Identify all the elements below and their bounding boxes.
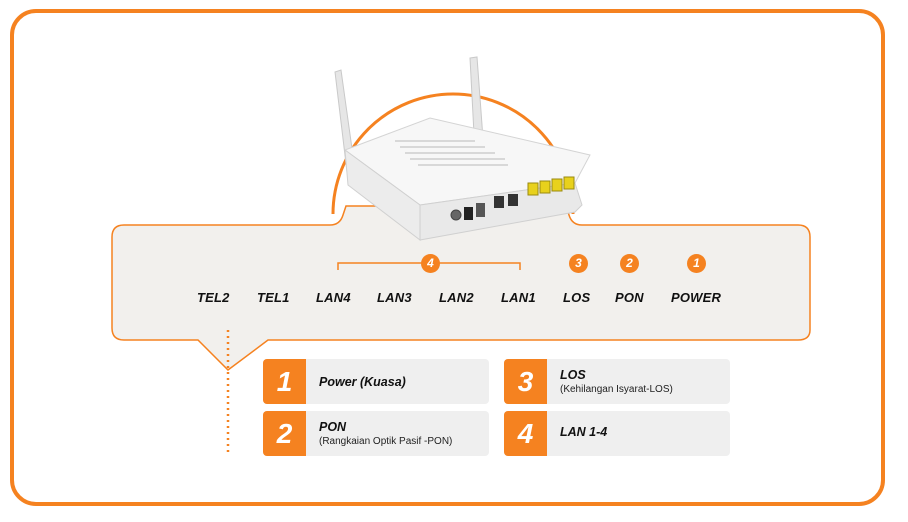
legend-card-pon: 2 PON (Rangkaian Optik Pasif -PON) — [263, 411, 489, 456]
legend-title: LAN 1-4 — [560, 425, 608, 439]
port-label-lan4: LAN4 — [316, 290, 351, 305]
port-label-los: LOS — [563, 290, 591, 305]
port-label-lan2: LAN2 — [439, 290, 474, 305]
port-label-tel1: TEL1 — [257, 290, 290, 305]
power-button — [450, 209, 462, 221]
port-label-lan1: LAN1 — [501, 290, 536, 305]
callout-panel — [111, 205, 811, 371]
legend-number: 1 — [263, 359, 306, 404]
legend-subtitle: (Kehilangan Isyarat-LOS) — [560, 384, 673, 395]
badge-los: 3 — [569, 254, 588, 273]
port-label-lan3: LAN3 — [377, 290, 412, 305]
legend-title: PON — [319, 420, 347, 434]
badge-power: 1 — [687, 254, 706, 273]
badge-lan-group: 4 — [421, 254, 440, 273]
router-vents — [395, 140, 508, 166]
badge-pon: 2 — [620, 254, 639, 273]
legend-card-los: 3 LOS (Kehilangan Isyarat-LOS) — [504, 359, 730, 404]
tel-port-2 — [508, 194, 518, 206]
port-label-tel2: TEL2 — [197, 290, 230, 305]
legend-title: LOS — [560, 368, 586, 382]
legend-number: 3 — [504, 359, 547, 404]
legend-subtitle: (Rangkaian Optik Pasif -PON) — [319, 436, 453, 447]
port-label-pon: PON — [615, 290, 644, 305]
legend-card-lan: 4 LAN 1-4 — [504, 411, 730, 456]
legend-number: 4 — [504, 411, 547, 456]
port-label-power: POWER — [671, 290, 722, 305]
usb-port — [476, 203, 485, 217]
legend-number: 2 — [263, 411, 306, 456]
legend-card-power: 1 Power (Kuasa) — [263, 359, 489, 404]
lan-ports — [527, 176, 575, 196]
tel-port-1 — [494, 196, 504, 208]
power-socket — [464, 207, 473, 220]
legend-title: Power (Kuasa) — [319, 375, 406, 389]
